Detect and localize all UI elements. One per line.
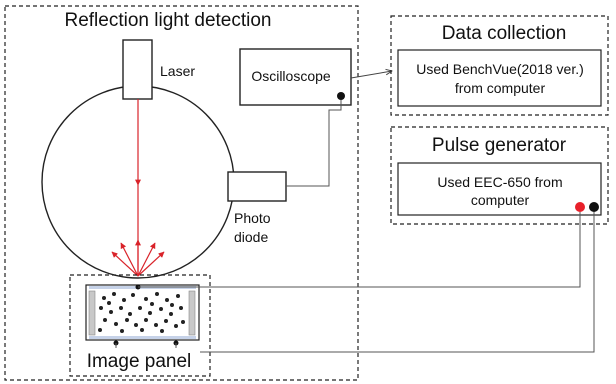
- photodiode-oscilloscope-wire: [286, 100, 342, 187]
- pulse-generator-title: Pulse generator: [432, 135, 567, 156]
- photodiode-label-line2: diode: [234, 229, 268, 245]
- data-collection-line1: Used BenchVue(2018 ver.): [416, 61, 584, 77]
- image-panel-right-wall: [188, 290, 196, 336]
- reflected-rays: [111, 239, 165, 277]
- oscilloscope-box: [239, 48, 352, 106]
- image-panel-left-wall: [88, 290, 96, 336]
- laser-label: Laser: [160, 63, 195, 79]
- oscilloscope-label: Oscilloscope: [251, 68, 331, 84]
- data-collection-frame: [390, 15, 609, 116]
- image-panel-label: Image panel: [87, 351, 192, 372]
- particles: [98, 292, 185, 333]
- red-terminal: [575, 202, 585, 212]
- data-collection-box: [397, 49, 602, 107]
- pulse-generator-frame: [390, 126, 609, 225]
- laser-box: [122, 39, 153, 100]
- black-terminal-wire: [175, 212, 595, 353]
- reflection-section-frame: [4, 5, 359, 381]
- pulse-generator-line1: Used EEC-650 from: [437, 174, 562, 190]
- photodiode-box: [227, 171, 287, 202]
- black-terminal: [589, 202, 599, 212]
- image-panel-frame: [69, 274, 211, 377]
- red-terminal-wire: [138, 212, 581, 288]
- data-collection-line2: from computer: [455, 80, 546, 96]
- oscilloscope-terminal: [337, 92, 345, 100]
- reflection-section-title: Reflection light detection: [64, 10, 271, 31]
- data-collection-title: Data collection: [442, 23, 567, 44]
- pulse-generator-line2: computer: [471, 192, 530, 208]
- oscilloscope-to-data-arrow: [350, 71, 392, 79]
- photodiode-label-line1: Photo: [234, 210, 271, 226]
- image-panel-bottom-electrode: [89, 336, 196, 339]
- image-panel-label-bg: [78, 348, 200, 370]
- pulse-generator-box: [397, 162, 602, 216]
